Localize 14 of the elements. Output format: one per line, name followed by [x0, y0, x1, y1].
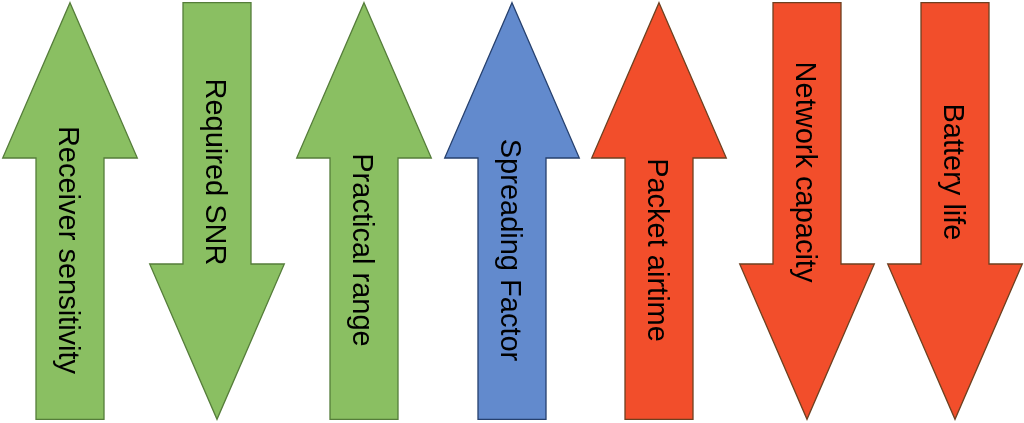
pointer-shape: [296, 2, 432, 420]
pointer-label: Packet airtime: [641, 158, 673, 342]
pointer-shape: [444, 2, 580, 420]
pointer-label: Required SNR: [199, 78, 231, 266]
pointer-label: Practical range: [346, 153, 378, 347]
pointer-shape: [739, 2, 875, 420]
pointer-shape: [887, 2, 1023, 420]
pointer-label: Spreading Factor: [494, 138, 526, 362]
pointer-label: Receiver sensitivity: [52, 125, 84, 375]
pointer-shape: [591, 2, 727, 420]
pointer-shape: [149, 2, 285, 420]
pointer-shape: [2, 2, 138, 420]
pointer-label: Network capacity: [789, 61, 821, 283]
pointer-label: Battery life: [937, 103, 969, 241]
